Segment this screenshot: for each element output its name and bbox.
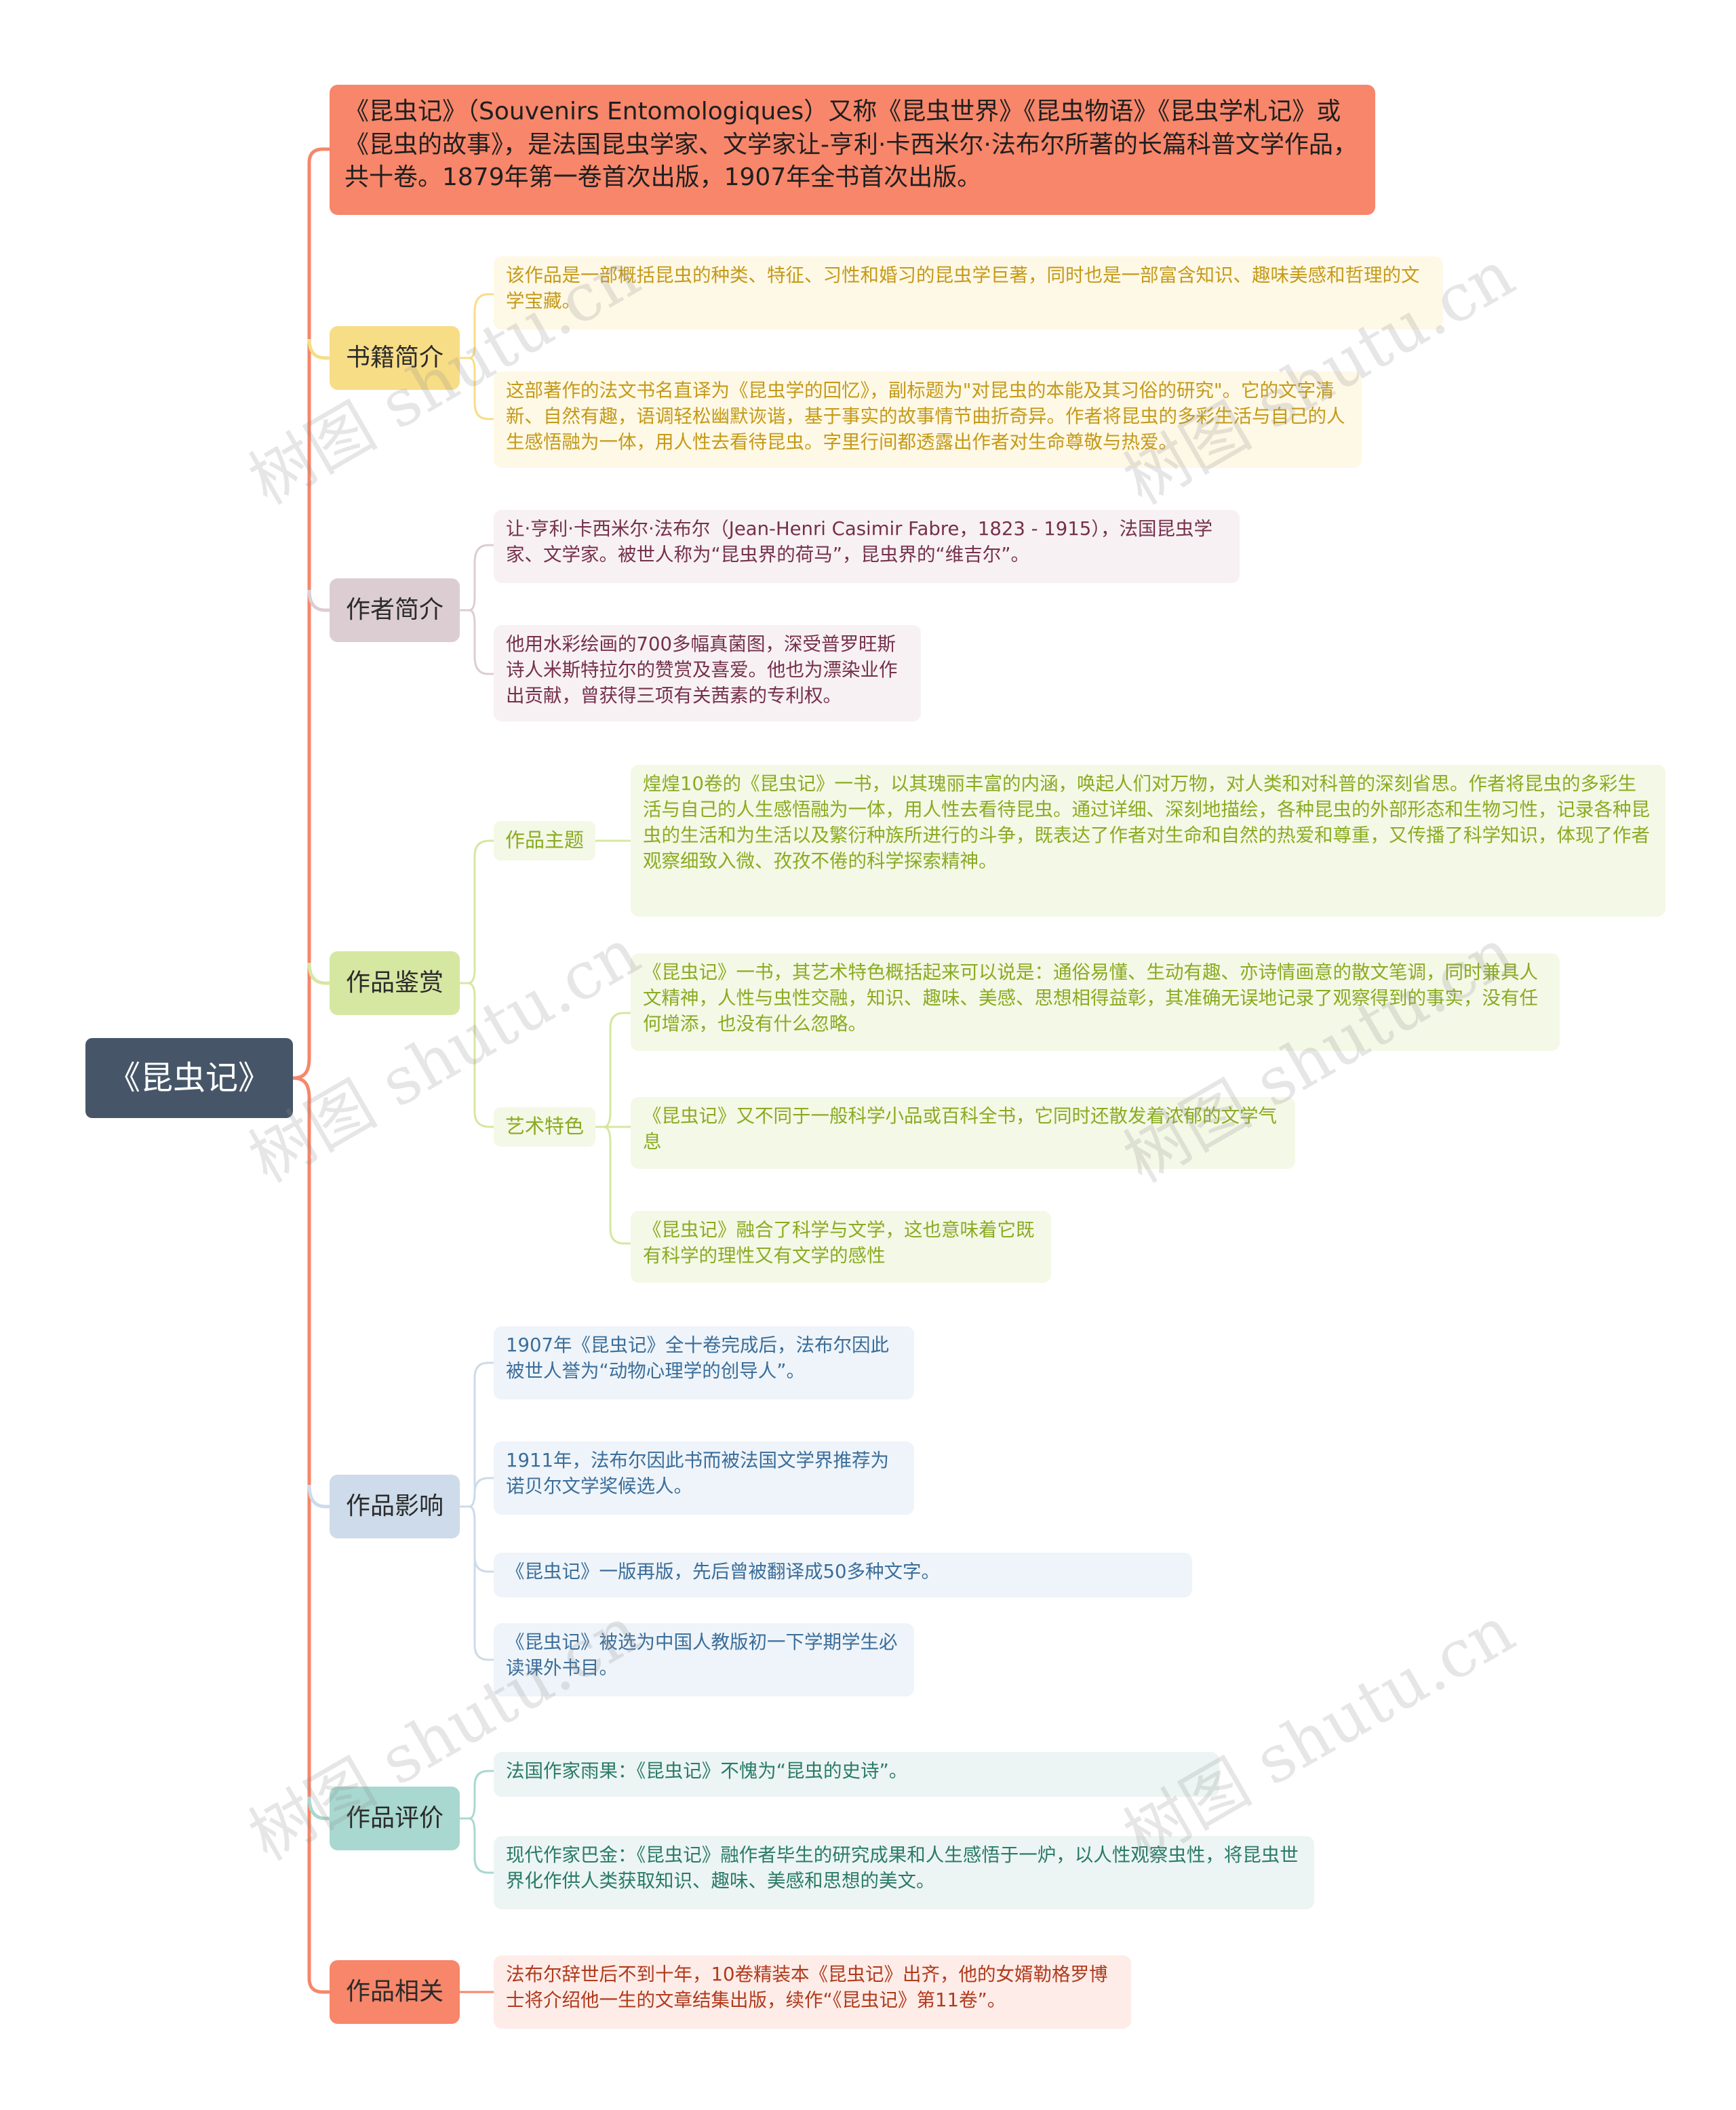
link-evaluation [307,1796,330,1820]
influence-item-2[interactable]: 1911年，法布尔因此书而被法国文学界推荐为诺贝尔文学奖候选人。 [494,1441,914,1515]
sub-theme[interactable]: 作品主题 [494,821,595,860]
link-book-intro [307,338,330,360]
art-item-3[interactable]: 《昆虫记》融合了科学与文学，这也意味着它既有科学的理性又有文学的感性 [631,1211,1051,1283]
branch-book-intro[interactable]: 书籍简介 [330,326,460,390]
theme-item-1[interactable]: 煌煌10卷的《昆虫记》一书，以其瑰丽丰富的内涵，唤起人们对万物，对人类和对科普的… [631,765,1665,917]
spine-bottom [292,1076,330,1994]
evaluation-item-2[interactable]: 现代作家巴金：《昆虫记》融作者毕生的研究成果和人生感悟于一炉，以人性观察虫性，将… [494,1836,1314,1909]
art-item-2[interactable]: 《昆虫记》又不同于一般科学小品或百科全书，它同时还散发着浓郁的文学气息 [631,1097,1295,1169]
influence-item-1[interactable]: 1907年《昆虫记》全十卷完成后，法布尔因此被世人誉为“动物心理学的创导人”。 [494,1326,914,1399]
branch-related[interactable]: 作品相关 [330,1960,460,2024]
link-influence [307,1484,330,1509]
author-intro-item-2[interactable]: 他用水彩绘画的700多幅真菌图，深受普罗旺斯诗人米斯特拉尔的赞赏及喜爱。他也为漂… [494,625,921,721]
branch-influence[interactable]: 作品影响 [330,1475,460,1538]
root-topic[interactable]: 《昆虫记》 [85,1038,293,1118]
art-item-1[interactable]: 《昆虫记》一书，其艺术特色概括起来可以说是：通俗易懂、生动有趣、亦诗情画意的散文… [631,953,1560,1051]
influence-item-3[interactable]: 《昆虫记》一版再版，先后曾被翻译成50多种文字。 [494,1553,1192,1597]
author-intro-item-1[interactable]: 让·亨利·卡西米尔·法布尔（Jean-Henri Casimir Fabre，1… [494,510,1240,583]
link-appreciation [307,962,330,985]
branch-appreciation[interactable]: 作品鉴赏 [330,951,460,1015]
sub-art[interactable]: 艺术特色 [494,1107,595,1147]
influence-item-4[interactable]: 《昆虫记》被选为中国人教版初一下学期学生必读课外书目。 [494,1623,914,1696]
book-intro-item-1[interactable]: 该作品是一部概括昆虫的种类、特征、习性和婚习的昆虫学巨著，同时也是一部富含知识、… [494,256,1443,330]
overview-description[interactable]: 《昆虫记》（Souvenirs Entomologiques）又称《昆虫世界》《… [330,85,1375,215]
spine-top [292,147,330,1080]
link-author-intro [307,589,330,612]
book-intro-item-2[interactable]: 这部著作的法文书名直译为《昆虫学的回忆》，副标题为"对昆虫的本能及其习俗的研究"… [494,372,1362,468]
related-item-1[interactable]: 法布尔辞世后不到十年，10卷精装本《昆虫记》出齐，他的女婿勒格罗博士将介绍他一生… [494,1955,1131,2029]
evaluation-item-1[interactable]: 法国作家雨果：《昆虫记》不愧为“昆虫的史诗”。 [494,1752,1219,1797]
branch-author-intro[interactable]: 作者简介 [330,578,460,642]
branch-evaluation[interactable]: 作品评价 [330,1787,460,1850]
